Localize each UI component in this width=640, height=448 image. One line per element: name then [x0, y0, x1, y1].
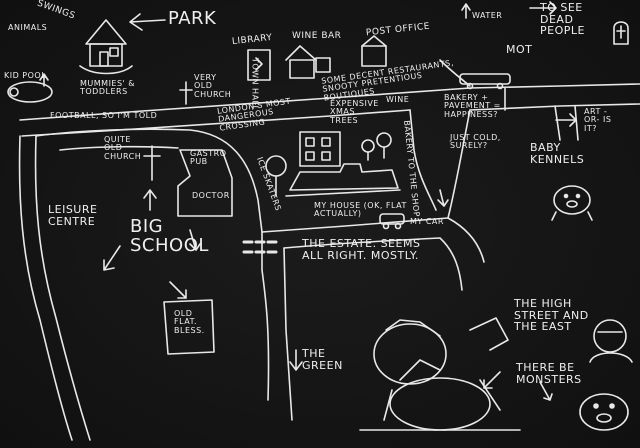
high-street-label: The high street and the east: [514, 297, 589, 334]
house-icon: [79, 19, 133, 75]
mot-label: MOT: [506, 43, 533, 56]
to-see-dead-people-label: To see dead people: [540, 1, 585, 38]
monster-icon: [359, 317, 521, 431]
baby-kennels-label: Baby kennels: [530, 141, 585, 166]
church-cross-icon: [143, 145, 161, 181]
expensive-xmas-trees-label: Expensive xmas trees: [330, 99, 379, 125]
person-portrait-icon: [589, 319, 633, 363]
wine-bar-top-label: Wine bar: [292, 31, 342, 41]
mummies-toddlers-label: Mummies' & Toddlers: [80, 79, 136, 97]
kid-pool-icon: [7, 81, 53, 103]
my-car-label: My car: [410, 217, 444, 226]
the-estate-label: The estate. Seems all right. Mostly.: [302, 237, 421, 262]
left-ring-road: [18, 128, 263, 441]
quite-old-church-label: Quite old church: [104, 135, 142, 161]
water-label: Water: [472, 11, 503, 20]
arrow-icon: [129, 13, 166, 31]
football-label: Football, so I'm told: [50, 111, 158, 120]
car-icon: [379, 213, 405, 230]
tombstone-icon: [613, 21, 629, 45]
pig-creature-icon: [551, 185, 593, 221]
bakery-label: Bakery + pavement = happiness?: [444, 93, 501, 119]
post-office-icon: [361, 35, 387, 67]
animals-label: Animals: [8, 23, 48, 32]
the-green-label: The green: [302, 347, 343, 372]
library-icon: [247, 49, 271, 81]
very-old-church-label: Very old church: [194, 73, 232, 99]
old-flat-label: Old flat. Bless.: [174, 309, 205, 335]
my-house-label: My house (ok, flat actually): [314, 201, 407, 219]
building-outline: [163, 299, 215, 355]
just-cold-label: Just cold, surely?: [450, 133, 501, 151]
big-school-label: Big school: [130, 216, 209, 256]
wine-bar-icon: [285, 45, 331, 79]
doctor-label: Doctor: [192, 191, 230, 200]
leisure-centre-label: Leisure centre: [48, 203, 98, 228]
arrow-icon: [289, 349, 303, 371]
kid-pool-label: Kid pool: [4, 71, 47, 80]
building-outline: [177, 149, 233, 217]
bus-icon: [459, 73, 511, 90]
park-label: Park: [168, 8, 217, 29]
arrow-icon: [39, 1, 577, 207]
monsters-label: There be monsters: [516, 361, 582, 386]
gastro-pub-label: Gastro pub: [190, 149, 227, 167]
pig-creature-icon: [579, 393, 629, 431]
zebra-crossing: [242, 240, 278, 254]
church-cross-icon: [179, 81, 193, 105]
high-street-road: [261, 109, 485, 421]
art-label: Art -or- is it?: [584, 107, 612, 133]
house-icon: [265, 131, 401, 197]
wine-label: Wine: [386, 95, 410, 104]
arrow-icon: [483, 371, 553, 401]
tree-icon: [361, 132, 392, 161]
arrow-icon: [103, 189, 201, 299]
